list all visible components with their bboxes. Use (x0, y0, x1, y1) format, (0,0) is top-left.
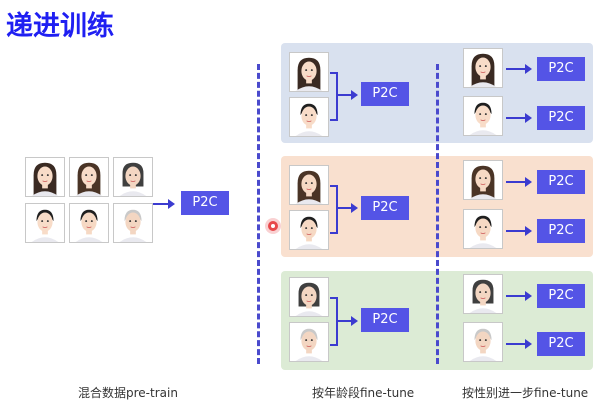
face-portrait (289, 277, 329, 317)
p2c-model-box: P2C (537, 219, 585, 243)
arrow (506, 339, 532, 349)
face-portrait (289, 97, 329, 137)
face-portrait (25, 157, 65, 197)
group-bracket (330, 72, 338, 121)
face-portrait (463, 48, 503, 88)
caption-age-finetune: 按年龄段fine-tune (312, 386, 415, 400)
arrow (506, 291, 532, 301)
pointer-cursor-icon (268, 221, 278, 231)
caption-gender-finetune: 按性别进一步fine-tune (462, 386, 589, 400)
stage-separator-1 (257, 64, 260, 364)
p2c-model-box: P2C (537, 170, 585, 194)
group-bracket (330, 185, 338, 234)
stage-separator-2 (436, 64, 439, 364)
face-portrait (25, 203, 65, 243)
p2c-model-box: P2C (537, 332, 585, 356)
p2c-model-box: P2C (361, 196, 409, 220)
p2c-model-box: P2C (537, 106, 585, 130)
group-bracket (330, 297, 338, 346)
face-portrait (463, 209, 503, 249)
face-portrait (289, 210, 329, 250)
arrow (338, 90, 358, 100)
face-portrait (463, 322, 503, 362)
arrow (506, 64, 532, 74)
page-title: 递进训练 (6, 11, 114, 42)
p2c-model-box: P2C (537, 57, 585, 81)
face-portrait (113, 157, 153, 197)
arrow (506, 226, 532, 236)
arrow (506, 177, 532, 187)
face-portrait (289, 322, 329, 362)
face-portrait (463, 274, 503, 314)
arrow (506, 113, 532, 123)
p2c-model-box: P2C (361, 82, 409, 106)
face-portrait (289, 52, 329, 92)
p2c-model-box: P2C (361, 308, 409, 332)
arrow (338, 316, 358, 326)
arrow (153, 199, 175, 209)
arrow (338, 203, 358, 213)
face-portrait (289, 165, 329, 205)
caption-mixed-pretrain: 混合数据pre-train (78, 386, 178, 400)
p2c-model-box: P2C (181, 191, 229, 215)
face-portrait (69, 203, 109, 243)
face-portrait (113, 203, 153, 243)
face-portrait (69, 157, 109, 197)
p2c-model-box: P2C (537, 284, 585, 308)
face-portrait (463, 160, 503, 200)
face-portrait (463, 96, 503, 136)
